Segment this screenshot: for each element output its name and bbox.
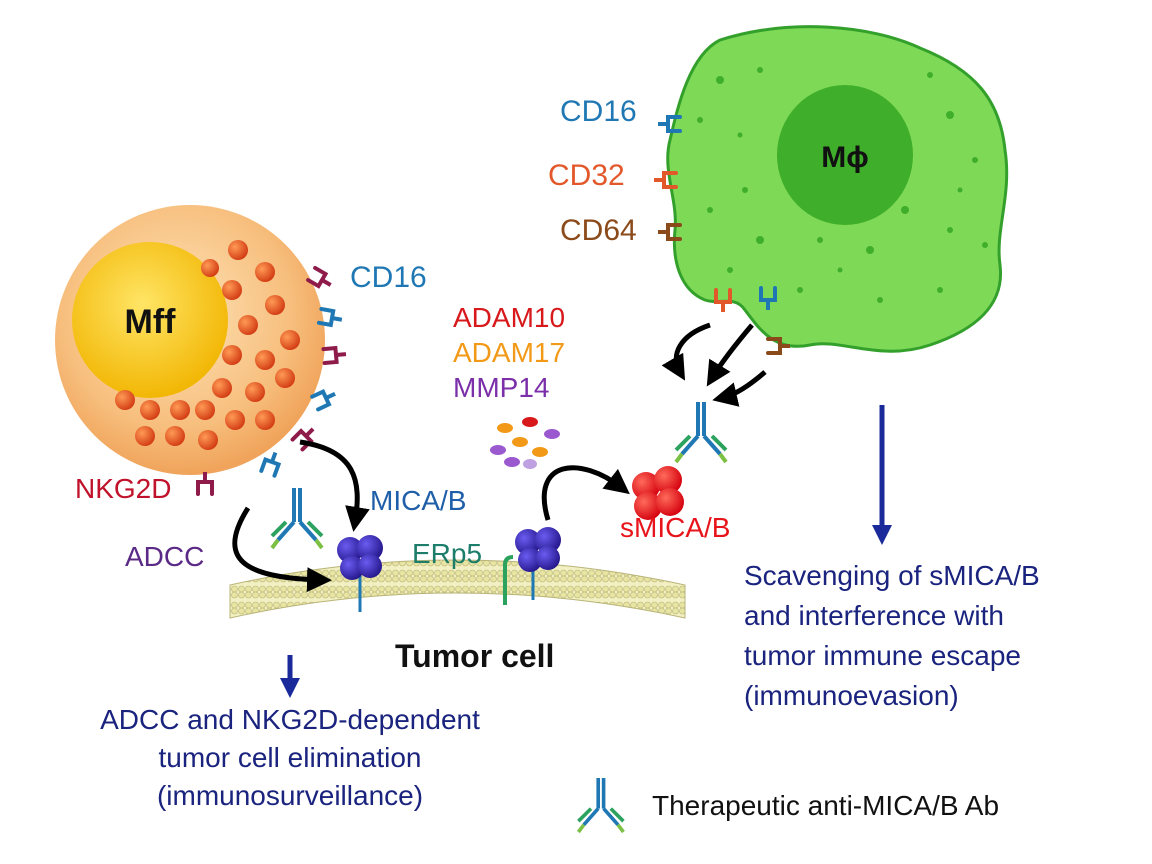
mica-label: MICA/B — [370, 485, 466, 516]
tumor-cell-label: Tumor cell — [395, 638, 554, 674]
legend-antibody-label: Therapeutic anti-MICA/B Ab — [652, 790, 999, 821]
nk-cd16-receptor-3 — [259, 448, 284, 478]
nk-nkg2d-receptor-4 — [196, 470, 214, 496]
macrophage-nucleus — [777, 85, 913, 225]
nk-cell-granules — [115, 240, 300, 450]
left-outcome-line-2: tumor cell elimination — [159, 742, 422, 773]
macrophage-cd32-label: CD32 — [548, 159, 625, 192]
right-outcome-line-4: (immunoevasion) — [744, 680, 959, 711]
adcc-label: ADCC — [125, 541, 204, 572]
legend: Therapeutic anti-MICA/B Ab — [576, 776, 999, 834]
nkg2d-to-mica-arrow — [299, 439, 370, 532]
protease-cluster — [490, 417, 560, 469]
macrophage-binding-arrows — [661, 322, 767, 407]
nk-nkg2d-receptor-2 — [321, 345, 349, 366]
adam17-label: ADAM17 — [453, 337, 565, 368]
outcome-arrows — [280, 405, 892, 698]
nk-cd16-label: CD16 — [350, 261, 427, 294]
left-outcome-line-1: ADCC and NKG2D-dependent — [100, 704, 480, 735]
legend-antibody-icon — [576, 776, 626, 834]
macrophage-vesicles — [697, 67, 988, 303]
smica-label: sMICA/B — [620, 512, 730, 543]
nk-cd16-receptor-2 — [310, 385, 341, 412]
mmp14-label: MMP14 — [453, 372, 549, 403]
mica-molecule-bound — [337, 535, 383, 612]
nk-nkg2d-label: NKG2D — [75, 473, 171, 504]
scavenged-antibody — [674, 400, 728, 464]
shedding-arrow — [541, 465, 630, 521]
nk-cell-nucleus — [72, 242, 228, 398]
bridging-antibody — [270, 486, 324, 550]
macrophage: Mϕ — [652, 25, 1009, 355]
right-outcome-line-1: Scavenging of sMICA/B — [744, 560, 1040, 591]
right-outcome-line-3: tumor immune escape — [744, 640, 1021, 671]
macrophage-cd16-label: CD16 — [560, 95, 637, 128]
adam10-label: ADAM10 — [453, 302, 565, 333]
mica-molecule-surface — [515, 527, 561, 600]
macrophage-nucleus-label: Mϕ — [821, 141, 868, 174]
nk-cell: Mff — [55, 205, 349, 496]
process-arrows — [232, 439, 630, 593]
nk-cell-nucleus-label: Mff — [125, 303, 177, 341]
erp5-molecule — [503, 555, 514, 605]
right-outcome-line-2: and interference with — [744, 600, 1004, 631]
right-outcome-text: Scavenging of sMICA/B and interference w… — [744, 560, 1040, 711]
erp5-label: ERp5 — [412, 538, 482, 569]
adcc-arrow — [232, 506, 332, 593]
left-outcome-text: ADCC and NKG2D-dependent tumor cell elim… — [100, 704, 480, 811]
macrophage-cd64-label: CD64 — [560, 214, 637, 247]
smica-molecule — [632, 466, 684, 520]
left-outcome-line-3: (immunosurveillance) — [157, 780, 423, 811]
